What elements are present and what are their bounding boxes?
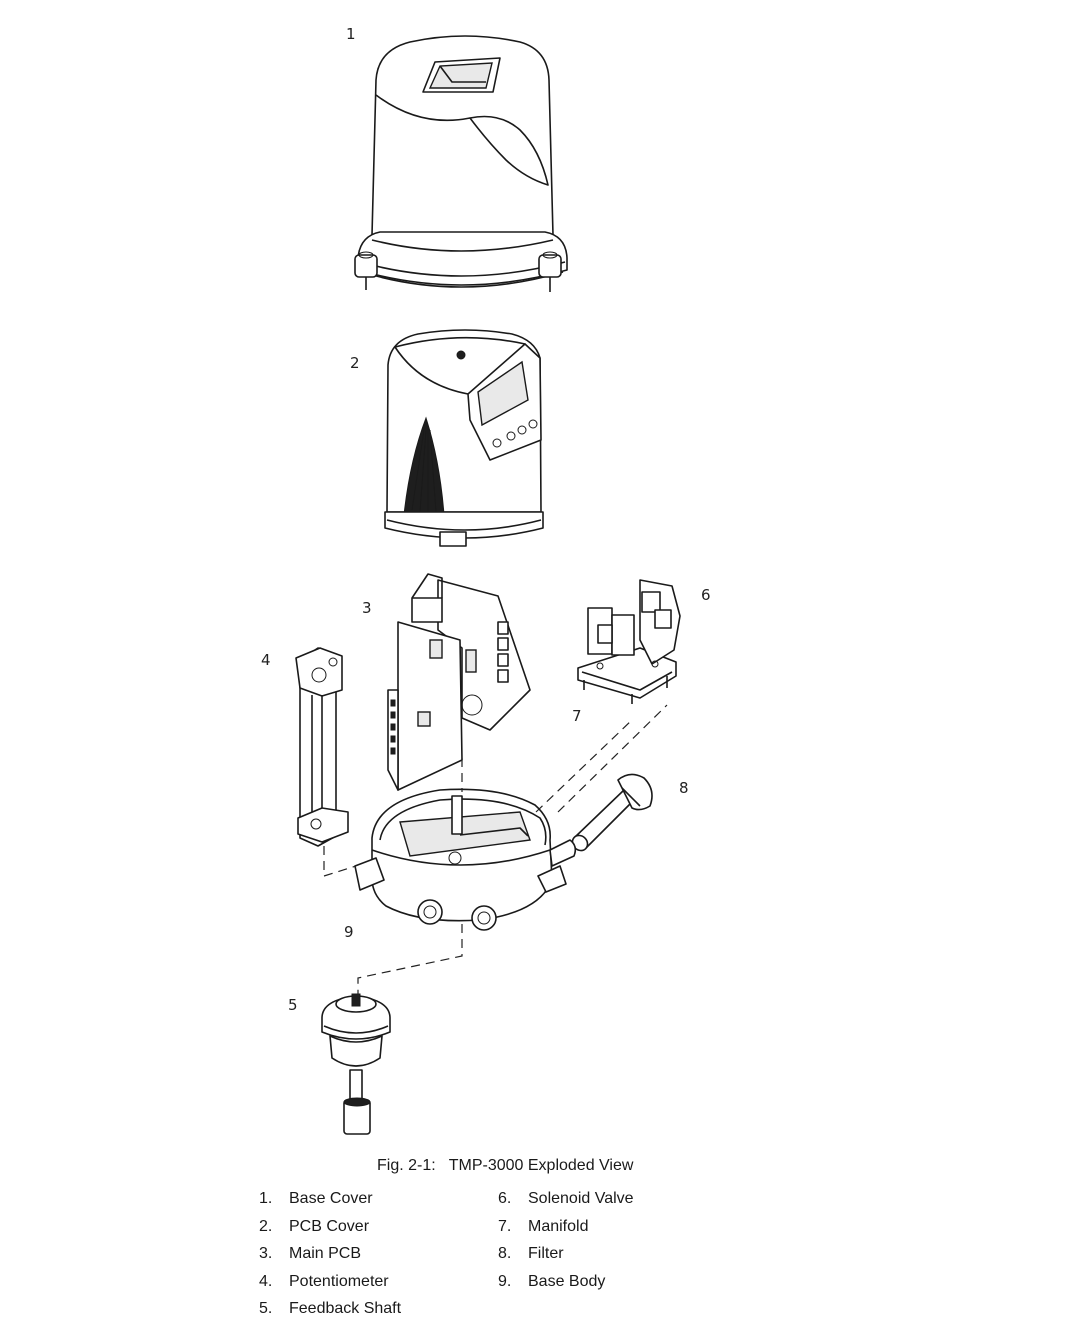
legend-item-label: PCB Cover [289, 1217, 370, 1235]
callout-9: 9 [344, 923, 354, 941]
legend-item-number: 7. [498, 1217, 512, 1235]
legend-item-number: 4. [259, 1272, 273, 1290]
legend-item-label: Feedback Shaft [289, 1300, 402, 1317]
legend-item-number: 6. [498, 1190, 512, 1207]
legend-item-number: 1. [259, 1190, 273, 1207]
callout-4: 4 [261, 651, 271, 669]
legend-item-label: Base Body [528, 1272, 606, 1290]
legend-item-label: Potentiometer [289, 1272, 389, 1290]
legend-left-column: 1. Base Cover 2. PCB Cover 3. Main PCB 4. Po… [259, 1185, 401, 1323]
legend-item-label: Main PCB [289, 1245, 362, 1262]
legend-item-label: Solenoid Valve [528, 1190, 634, 1207]
callout-2: 2 [350, 354, 360, 372]
callout-7: 7 [572, 707, 582, 725]
callout-5: 5 [288, 996, 298, 1014]
legend-item-number: 2. [259, 1217, 273, 1235]
legend-item: 1. Base Cover [259, 1185, 401, 1213]
assembly-guide-lines [323, 704, 668, 996]
legend-item-label: Filter [528, 1245, 564, 1262]
figure-caption: Fig. 2-1: TMP-3000 Exploded View [377, 1157, 633, 1175]
caption-title: TMP-3000 Exploded View [448, 1157, 634, 1174]
exploded-view-diagram: 1 2 3 4 5 6 7 8 9 [261, 25, 711, 1135]
legend-item-label: Base Cover [289, 1190, 373, 1207]
legend-item: 3. Main PCB [259, 1240, 401, 1268]
legend-item: 5. Feedback Shaft [259, 1295, 401, 1323]
legend-item-label: Manifold [528, 1217, 589, 1235]
legend-item: 6. Solenoid Valve [498, 1185, 634, 1213]
legend-item: 4. Potentiometer [259, 1268, 401, 1296]
callout-6: 6 [701, 586, 711, 604]
legend-item: 7. Manifold [498, 1213, 634, 1241]
base-cover-part [354, 35, 568, 292]
legend-item: 2. PCB Cover [259, 1213, 401, 1241]
legend-item: 9. Base Body [498, 1268, 634, 1296]
callout-8: 8 [679, 779, 689, 797]
filter-part [571, 773, 653, 852]
callout-3: 3 [362, 599, 372, 617]
legend-right-column: 6. Solenoid Valve 7. Manifold 8. Filter 9. B… [498, 1185, 634, 1295]
legend-item-number: 3. [259, 1245, 273, 1262]
base-body-part [354, 788, 577, 931]
legend-item-number: 5. [259, 1300, 273, 1317]
callout-1: 1 [346, 25, 356, 43]
potentiometer-part [295, 647, 349, 847]
legend-item-number: 8. [498, 1245, 512, 1262]
legend-item-number: 9. [498, 1272, 512, 1290]
pcb-cover-part [384, 329, 544, 547]
legend-item: 8. Filter [498, 1240, 634, 1268]
main-pcb-part [387, 573, 531, 791]
caption-number: Fig. 2-1: [377, 1157, 436, 1174]
solenoid-valve-manifold-part [577, 579, 681, 704]
feedback-shaft-part [321, 993, 391, 1135]
